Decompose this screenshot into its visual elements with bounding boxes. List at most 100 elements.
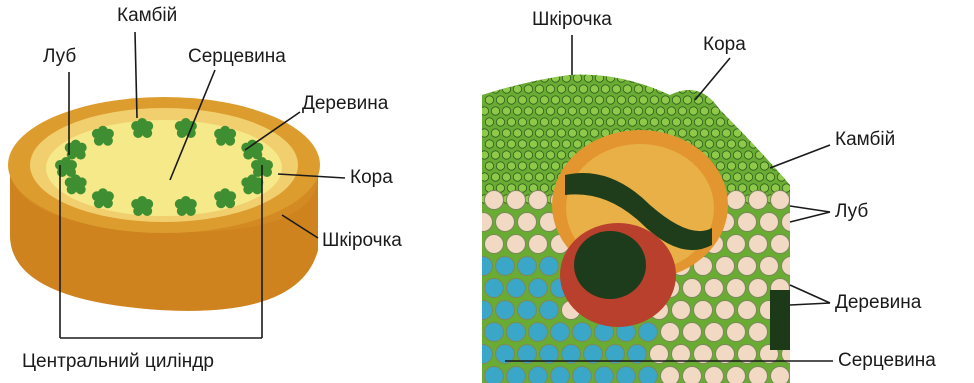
pith-cell bbox=[705, 323, 724, 342]
cortex-cell bbox=[518, 118, 526, 126]
cortex-cell bbox=[733, 151, 741, 159]
cortex-cell bbox=[546, 129, 554, 137]
pith-cell bbox=[485, 367, 504, 383]
cortex-cell bbox=[744, 107, 752, 115]
cortex-cell bbox=[546, 151, 554, 159]
pith-cell bbox=[485, 279, 504, 298]
cortex-cell bbox=[590, 107, 598, 115]
pith-cell bbox=[507, 279, 526, 298]
pith-cell bbox=[474, 301, 493, 320]
cortex-cell bbox=[557, 107, 565, 115]
cortex-cell bbox=[771, 96, 779, 104]
cortex-cell bbox=[744, 173, 752, 181]
cortex-cell bbox=[722, 151, 730, 159]
label-phloem-right: Луб bbox=[835, 202, 868, 221]
cortex-cell bbox=[766, 129, 774, 137]
cortex-cell bbox=[727, 140, 735, 148]
pith-cell bbox=[507, 235, 526, 254]
cortex-cell bbox=[551, 162, 559, 170]
label-central-cylinder: Центральний циліндр bbox=[22, 352, 214, 371]
cortex-cell bbox=[777, 151, 785, 159]
leader-cambium-right bbox=[770, 145, 830, 168]
cortex-cell bbox=[491, 85, 499, 93]
cortex-cell bbox=[502, 173, 510, 181]
cortex-cell bbox=[738, 140, 746, 148]
cortex-cell bbox=[518, 96, 526, 104]
cortex-cell bbox=[524, 173, 532, 181]
cortex-cell bbox=[738, 162, 746, 170]
label-cambium-right: Камбій bbox=[835, 130, 895, 149]
cortex-cell bbox=[705, 96, 713, 104]
pith-cell bbox=[760, 257, 779, 276]
cortex-cell bbox=[667, 85, 675, 93]
cortex-cell bbox=[551, 96, 559, 104]
cortex-cell bbox=[782, 96, 790, 104]
cortex-cell bbox=[557, 129, 565, 137]
pith-cell bbox=[705, 279, 724, 298]
cortex-cell bbox=[650, 118, 658, 126]
cortex-cell bbox=[524, 85, 532, 93]
pith-cell bbox=[518, 213, 537, 232]
cortex-cell bbox=[634, 107, 642, 115]
cortex-cell bbox=[496, 140, 504, 148]
cortex-cell bbox=[507, 162, 515, 170]
pith-cell bbox=[485, 235, 504, 254]
cortex-cell bbox=[639, 96, 647, 104]
cortex-cell bbox=[579, 107, 587, 115]
cortex-cell bbox=[738, 74, 746, 82]
wood-vessels bbox=[574, 231, 646, 299]
leader-wood-right-a bbox=[790, 285, 830, 303]
cortex-cell bbox=[760, 162, 768, 170]
cortex-cell bbox=[749, 140, 757, 148]
cortex-cell bbox=[777, 107, 785, 115]
cortex-cell bbox=[628, 96, 636, 104]
pith-cell bbox=[485, 191, 504, 210]
cortex-cell bbox=[733, 173, 741, 181]
cortex-cell bbox=[777, 129, 785, 137]
pith-cell bbox=[694, 301, 713, 320]
pith-cell bbox=[672, 301, 691, 320]
pith-cell bbox=[507, 323, 526, 342]
cortex-cell bbox=[661, 118, 669, 126]
cortex-cell bbox=[623, 107, 631, 115]
label-cortex-right: Кора bbox=[703, 35, 746, 54]
cortex-cell bbox=[755, 173, 763, 181]
cortex-cell bbox=[650, 96, 658, 104]
pith-cell bbox=[573, 367, 592, 383]
cortex-cell bbox=[513, 85, 521, 93]
label-epidermis-right: Шкірочка bbox=[532, 10, 612, 29]
cortex-cell bbox=[529, 140, 537, 148]
cortex-cell bbox=[771, 74, 779, 82]
cortex-cell bbox=[535, 129, 543, 137]
label-cambium-left: Камбій bbox=[117, 6, 177, 25]
cortex-cell bbox=[579, 129, 587, 137]
cortex-cell bbox=[573, 96, 581, 104]
pith-cell bbox=[771, 191, 790, 210]
cortex-cell bbox=[661, 74, 669, 82]
cortex-cell bbox=[672, 96, 680, 104]
leader-cortex-right bbox=[695, 58, 730, 100]
cortex-cell bbox=[672, 74, 680, 82]
cortex-cell bbox=[716, 118, 724, 126]
cortex-cell bbox=[722, 173, 730, 181]
pith-cell bbox=[749, 367, 768, 383]
cortex-cell bbox=[766, 173, 774, 181]
cortex-cell bbox=[716, 74, 724, 82]
pith-cell bbox=[727, 323, 746, 342]
cortex-cell bbox=[480, 173, 488, 181]
cortex-cell bbox=[595, 96, 603, 104]
cortex-cell bbox=[749, 162, 757, 170]
cortex-cell bbox=[590, 85, 598, 93]
cortex-cell bbox=[557, 151, 565, 159]
cortex-cell bbox=[573, 140, 581, 148]
cortex-cell bbox=[678, 129, 686, 137]
pith-cell bbox=[716, 301, 735, 320]
cortex-cell bbox=[540, 96, 548, 104]
cortex-cell bbox=[491, 151, 499, 159]
cortex-cell bbox=[485, 140, 493, 148]
cortex-cell bbox=[540, 140, 548, 148]
cortex-cell bbox=[540, 118, 548, 126]
pith-cell bbox=[639, 323, 658, 342]
cortex-cell bbox=[546, 85, 554, 93]
